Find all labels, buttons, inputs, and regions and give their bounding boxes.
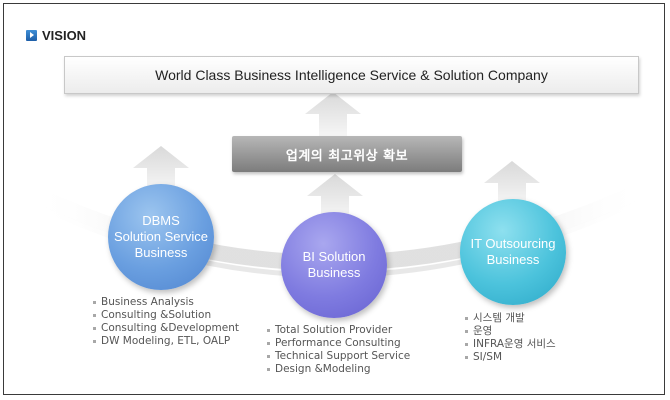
circle-label-line: Solution Service (114, 229, 208, 244)
list-item: Consulting &Development (92, 322, 239, 335)
list-item: SI/SM (464, 351, 556, 364)
bi-item-list: Total Solution Provider Performance Cons… (266, 324, 410, 376)
list-item: INFRA운영 서비스 (464, 338, 556, 351)
up-arrow-icon (484, 161, 540, 207)
vision-frame: VISION World Class Business Intelligence… (3, 3, 665, 395)
list-item: 운영 (464, 325, 556, 338)
bi-solution-circle: BI Solution Business (281, 212, 387, 318)
list-item: Total Solution Provider (266, 324, 410, 337)
list-item: Performance Consulting (266, 337, 410, 350)
circle-label-line: BI Solution (302, 249, 366, 264)
vision-banner: World Class Business Intelligence Servic… (64, 56, 639, 94)
section-header: VISION (26, 28, 86, 43)
play-square-icon (26, 30, 37, 41)
circle-label-line: Business (307, 265, 361, 280)
up-arrow-icon (305, 92, 361, 138)
goal-box: 업계의 최고위상 확보 (232, 136, 462, 172)
list-item: Business Analysis (92, 296, 239, 309)
up-arrow-icon (133, 146, 189, 192)
up-arrow-icon (307, 174, 363, 220)
goal-text: 업계의 최고위상 확보 (285, 148, 409, 164)
list-item: DW Modeling, ETL, OALP (92, 335, 239, 348)
it-item-list: 시스템 개발 운영 INFRA운영 서비스 SI/SM (464, 312, 556, 364)
circle-label-line: DBMS (142, 213, 180, 228)
dbms-item-list: Business Analysis Consulting &Solution C… (92, 296, 239, 348)
circle-label-line: Business (486, 252, 540, 267)
list-item: Consulting &Solution (92, 309, 239, 322)
banner-text: World Class Business Intelligence Servic… (155, 67, 548, 83)
section-title: VISION (42, 28, 87, 43)
circle-label-line: Business (134, 245, 188, 260)
dbms-business-circle: DBMS Solution Service Business (108, 184, 214, 290)
circle-label-line: IT Outsourcing (470, 236, 556, 251)
list-item: Technical Support Service (266, 350, 410, 363)
list-item: 시스템 개발 (464, 312, 556, 325)
list-item: Design &Modeling (266, 363, 410, 376)
it-outsourcing-circle: IT Outsourcing Business (460, 199, 566, 305)
